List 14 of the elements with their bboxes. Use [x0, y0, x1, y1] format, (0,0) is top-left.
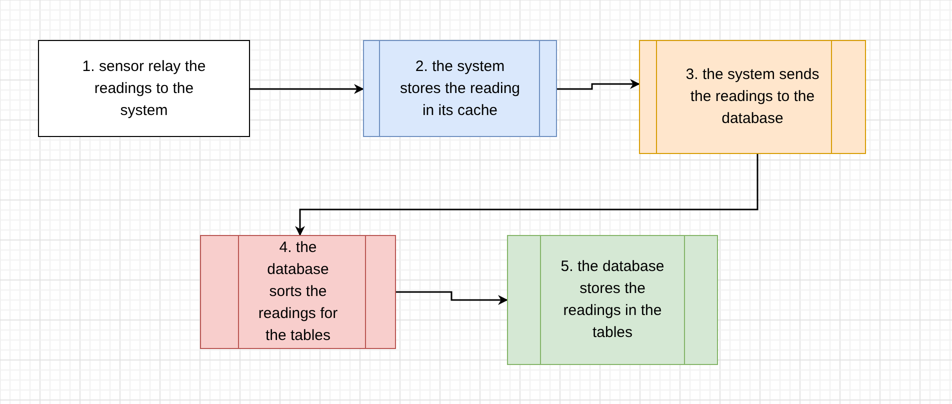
arrow: [396, 291, 508, 305]
process-box: [363, 40, 557, 137]
process-box: [639, 40, 866, 154]
box: [38, 40, 250, 137]
step-text: 4. the database sorts the readings for the tables: [257, 238, 339, 346]
step-text: 2. the system stores the reading in its cache: [398, 56, 522, 120]
step-text: 3. the system sends the readings to the database: [684, 65, 820, 129]
step-text: 1. sensor relay the readings to the system: [81, 56, 207, 120]
arrow: [557, 79, 640, 90]
step-text: 5. the database stores the readings in the tables: [560, 257, 666, 343]
arrow: [250, 84, 364, 94]
process-box: [200, 235, 396, 349]
process-box: [507, 235, 718, 365]
arrow: [295, 154, 758, 236]
